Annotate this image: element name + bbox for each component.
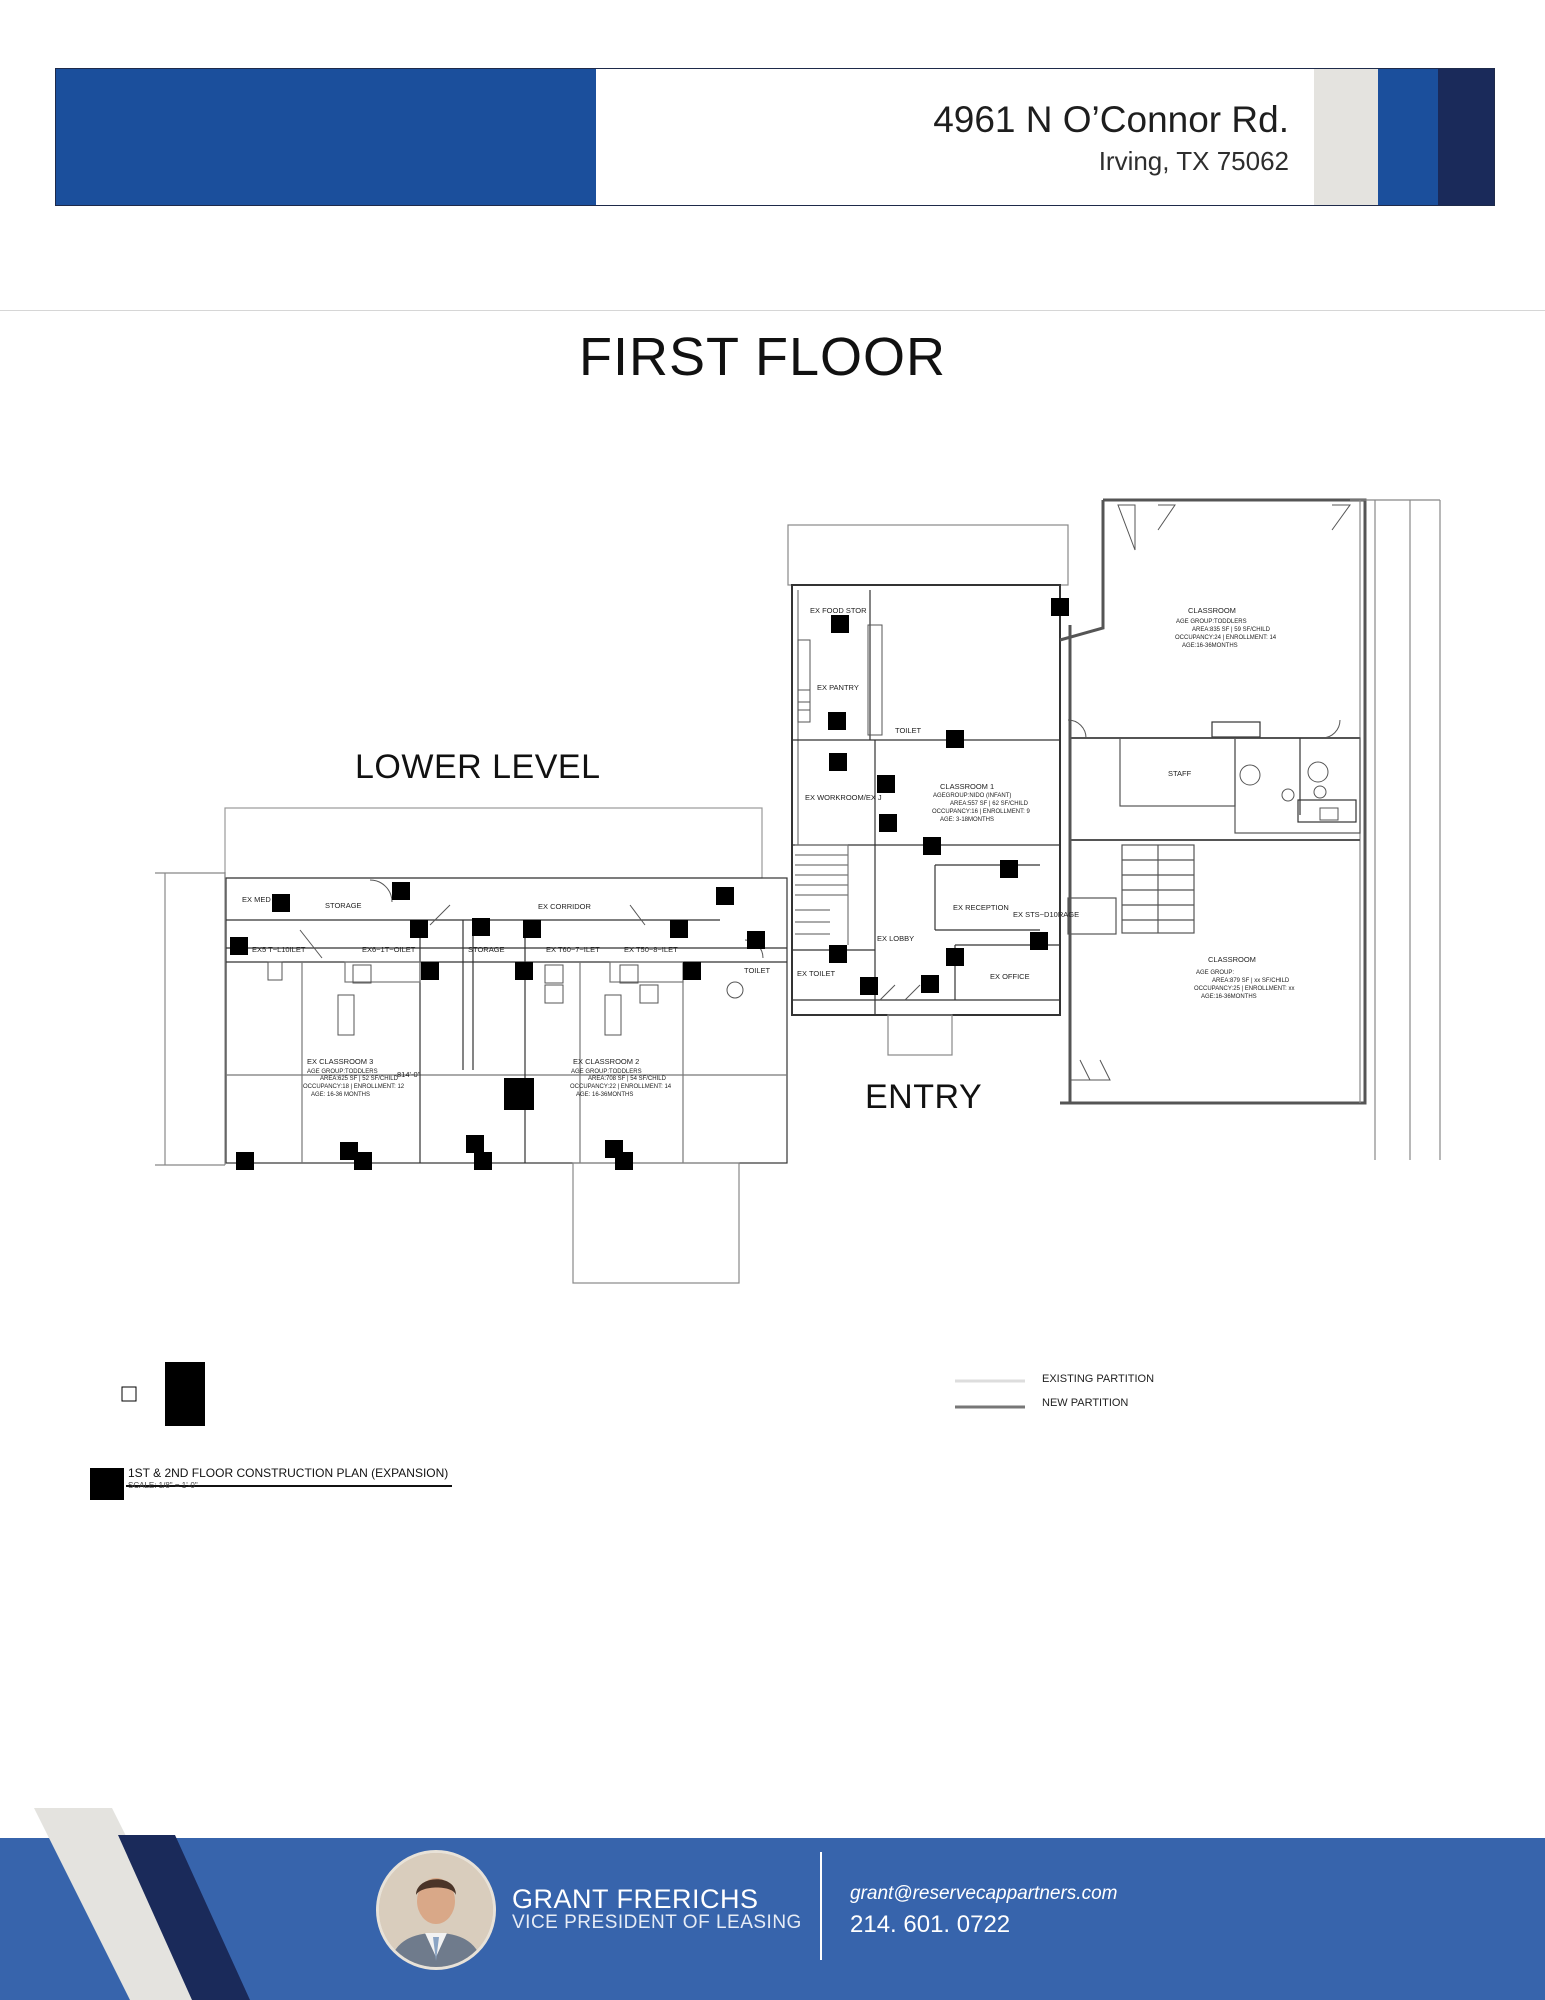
address-city: Irving, TX 75062 bbox=[1098, 146, 1289, 176]
label-classroom-ne-area: AREA:835 SF | 59 SF/CHILD bbox=[1192, 627, 1271, 633]
label-ex-lobby: EX LOBBY bbox=[877, 934, 914, 943]
entry-label: ENTRY bbox=[865, 1078, 983, 1116]
label-classroom-se-age: AGE:16-36MONTHS bbox=[1201, 994, 1257, 1000]
label-classroom-ne-occ: OCCUPANCY:24 | ENROLLMENT: 14 bbox=[1175, 635, 1277, 641]
header-banner: 4961 N O’Connor Rd. Irving, TX 75062 bbox=[55, 68, 1495, 206]
label-ex-storage-right: EX STS~D10RAGE bbox=[1013, 910, 1079, 919]
label-ex-classroom-2: EX CLASSROOM 2 bbox=[573, 1057, 639, 1066]
plan-markers bbox=[90, 598, 1069, 1500]
footer-band bbox=[0, 1838, 1545, 2000]
label-ex-workroom: EX WORKROOM/EX J bbox=[805, 793, 882, 802]
avatar bbox=[376, 1850, 496, 1970]
label-classroom-ne-age: AGE:16-36MONTHS bbox=[1182, 643, 1238, 649]
label-ex-classroom-2-group: AGE GROUP:TODDLERS bbox=[571, 1069, 642, 1075]
agent-phone-link[interactable]: 214. 601. 0722 bbox=[850, 1911, 1011, 1938]
label-classroom-1-group: AGEGROUP:NIDO (INFANT) bbox=[933, 793, 1011, 799]
label-toilet-upper: TOILET bbox=[895, 726, 922, 735]
floor-plan: EX FOOD STOR EX PANTRY TOILET CLASSROOM … bbox=[90, 498, 1441, 1500]
label-dim-814: 814'-0" bbox=[397, 1070, 421, 1079]
lower-level-label: LOWER LEVEL bbox=[355, 748, 601, 786]
plan-scale: SCALE: 1/8" = 1'-0" bbox=[128, 1481, 198, 1490]
label-ex-toilet: EX TOILET bbox=[797, 969, 835, 978]
label-ex-classroom-2-occ: OCCUPANCY:22 | ENROLLMENT: 14 bbox=[570, 1084, 672, 1090]
label-ex-classroom-3-group: AGE GROUP:TODDLERS bbox=[307, 1069, 378, 1075]
label-classroom-1-area: AREA:557 SF | 62 SF/CHILD bbox=[950, 801, 1029, 807]
label-ex-office: EX OFFICE bbox=[990, 972, 1030, 981]
agent-name: GRANT FRERICHS bbox=[512, 1884, 759, 1914]
plan-caption: 1ST & 2ND FLOOR CONSTRUCTION PLAN (EXPAN… bbox=[128, 1466, 449, 1480]
banner-blue-stripe bbox=[1378, 69, 1438, 205]
label-classroom-se-group: AGE GROUP: bbox=[1196, 970, 1234, 976]
label-storage-113: STORAGE bbox=[325, 901, 362, 910]
legend-existing-partition: EXISTING PARTITION bbox=[1042, 1373, 1155, 1385]
label-classroom-se: CLASSROOM bbox=[1208, 955, 1256, 964]
plan-room-labels: EX FOOD STOR EX PANTRY TOILET CLASSROOM … bbox=[242, 606, 1294, 1098]
banner-address-panel bbox=[596, 69, 1314, 205]
label-classroom-1-occ: OCCUPANCY:16 | ENROLLMENT: 9 bbox=[932, 809, 1030, 815]
banner-navy-stripe bbox=[1438, 69, 1494, 205]
lower-level-outline bbox=[225, 877, 788, 1164]
legend-new-partition: NEW PARTITION bbox=[1042, 1397, 1129, 1409]
label-ex-classroom-3-occ: OCCUPANCY:18 | ENROLLMENT: 12 bbox=[303, 1084, 405, 1090]
label-staff: STAFF bbox=[1168, 769, 1192, 778]
footer-divider bbox=[820, 1852, 822, 1960]
label-ex-reception: EX RECEPTION bbox=[953, 903, 1009, 912]
agent-email-link[interactable]: grant@reservecappartners.com bbox=[850, 1883, 1118, 1904]
label-classroom-ne-group: AGE GROUP:TODDLERS bbox=[1176, 619, 1247, 625]
label-ex-toilet-a: EX5 T~L10ILET bbox=[252, 945, 306, 954]
label-ex-toilet-b: EX6~1T~OILET bbox=[362, 945, 416, 954]
banner-blue-block bbox=[56, 69, 596, 205]
label-ex-classroom-3-age: AGE: 16-36 MONTHS bbox=[311, 1092, 370, 1098]
label-ex-classroom-3-area: AREA:625 SF | 52 SF/CHILD bbox=[320, 1076, 399, 1082]
label-ex-classroom-2-age: AGE: 16-36MONTHS bbox=[576, 1092, 633, 1098]
label-ex-toilet-c: EX T60~7~ILET bbox=[546, 945, 600, 954]
label-classroom-1-age: AGE: 3-18MONTHS bbox=[940, 817, 994, 823]
banner-gray-stripe bbox=[1314, 69, 1378, 205]
label-toilet-lower: TOILET bbox=[744, 966, 771, 975]
plan-walls bbox=[126, 498, 1441, 1487]
address-street: 4961 N O’Connor Rd. bbox=[933, 99, 1289, 140]
label-ex-food-stor: EX FOOD STOR bbox=[810, 606, 867, 615]
label-classroom-se-area: AREA:879 SF | xx SF/CHILD bbox=[1212, 978, 1290, 984]
divider-rule bbox=[0, 310, 1545, 311]
label-ex-pantry: EX PANTRY bbox=[817, 683, 859, 692]
label-classroom-ne: CLASSROOM bbox=[1188, 606, 1236, 615]
footer-stripes-decoration bbox=[34, 1808, 250, 2000]
label-ex-classroom-2-area: AREA:708 SF | 54 SF/CHILD bbox=[588, 1076, 667, 1082]
plan-fixtures bbox=[267, 504, 1351, 1081]
label-ex-corridor: EX CORRIDOR bbox=[538, 902, 592, 911]
label-classroom-1: CLASSROOM 1 bbox=[940, 782, 994, 791]
label-ex-classroom-3: EX CLASSROOM 3 bbox=[307, 1057, 373, 1066]
agent-title: VICE PRESIDENT OF LEASING bbox=[512, 1912, 802, 1933]
lower-upper-annex bbox=[224, 807, 763, 879]
agent-portrait-icon bbox=[379, 1853, 493, 1967]
label-classroom-se-occ: OCCUPANCY:25 | ENROLLMENT: xx bbox=[1194, 986, 1294, 992]
label-ex-toilet-d: EX T50~8~ILET bbox=[624, 945, 678, 954]
label-ex-med: EX MED bbox=[242, 895, 271, 904]
page-title: FIRST FLOOR bbox=[578, 327, 947, 387]
label-storage-111: STORAGE bbox=[468, 945, 505, 954]
